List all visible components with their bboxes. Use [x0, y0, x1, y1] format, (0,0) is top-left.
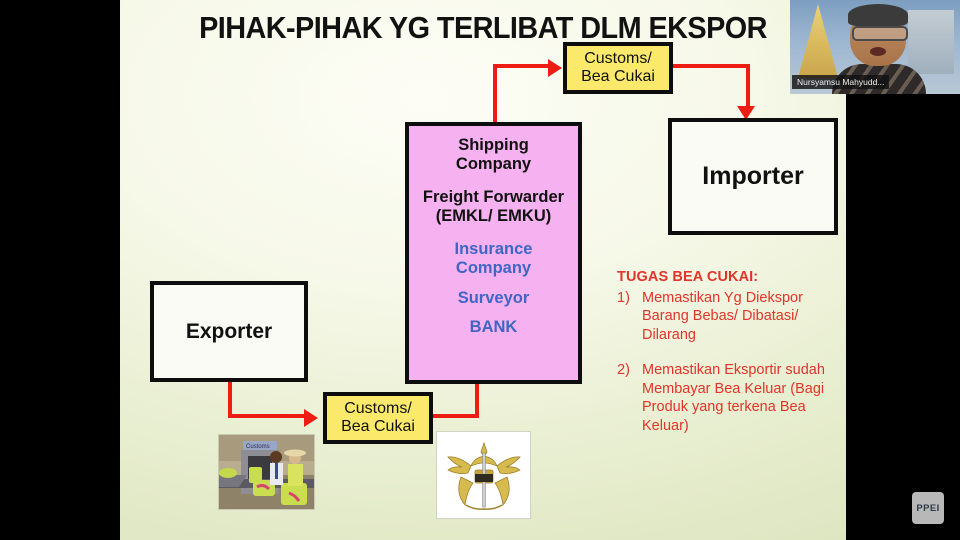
importer-box: Importer	[668, 118, 838, 235]
bea-cukai-emblem-image	[436, 431, 531, 519]
exporter-box: Exporter	[150, 281, 308, 382]
webcam-background-building	[908, 10, 954, 74]
ppei-watermark: PPEI	[912, 492, 944, 524]
connector-customs-top-to-importer-vertical	[746, 64, 750, 111]
tugas-item: 2) Memastikan Eksportir sudah Membayar B…	[617, 361, 827, 435]
tugas-item-text: Memastikan Eksportir sudah Membayar Bea …	[642, 362, 825, 434]
participant-name-label: Nursyamsu Mahyudd...	[792, 75, 890, 89]
customs-bottom-line2: Bea Cukai	[341, 418, 415, 435]
customs-top-box: Customs/ Bea Cukai	[563, 42, 673, 94]
connector-exporter-to-customs-bottom-horizontal	[228, 414, 306, 418]
ppei-watermark-label: PPEI	[916, 502, 940, 514]
customs-bottom-box: Customs/ Bea Cukai	[323, 392, 433, 444]
webcam-person-glasses	[852, 26, 908, 41]
tugas-bea-cukai-block: TUGAS BEA CUKAI: 1) Memastikan Yg Dieksp…	[617, 268, 827, 435]
presentation-slide: PIHAK-PIHAK YG TERLIBAT DLM EKSPOR Custo…	[120, 0, 846, 540]
tugas-item: 1) Memastikan Yg Diekspor Barang Bebas/ …	[617, 289, 827, 345]
customs-top-line1: Customs/	[584, 50, 652, 68]
intermediary-shipping-1: Shipping	[458, 136, 529, 154]
spacer	[617, 344, 827, 359]
webcam-video-tile[interactable]: Nursyamsu Mahyudd...	[790, 0, 960, 94]
connector-exporter-to-customs-bottom-vertical	[228, 380, 232, 418]
intermediary-insurance-2: Company	[455, 259, 532, 278]
tugas-item-number: 1)	[617, 289, 630, 306]
connector-pink-to-customs-top-vertical	[493, 64, 497, 126]
intermediary-bank: BANK	[469, 318, 518, 337]
tugas-item-number: 2)	[617, 362, 630, 379]
connector-pink-to-customs-bottom-horizontal	[433, 414, 479, 418]
customs-checkpoint-image: Customs	[218, 434, 315, 510]
arrowhead-down-to-importer	[737, 106, 755, 120]
webcam-person-hair	[848, 4, 908, 26]
exporter-label: Exporter	[185, 319, 273, 343]
connector-customs-top-to-importer-horizontal	[673, 64, 750, 68]
intermediary-insurance-1: Insurance	[454, 239, 533, 258]
connector-pink-to-customs-top-horizontal	[493, 64, 549, 68]
page-title: PIHAK-PIHAK YG TERLIBAT DLM EKSPOR	[199, 10, 767, 45]
intermediaries-box: Shipping Company Freight Forwarder (EMKL…	[405, 122, 582, 384]
intermediary-freight-1: Freight Forwarder	[422, 187, 565, 206]
intermediary-surveyor: Surveyor	[457, 288, 530, 307]
webcam-person-mouth	[870, 47, 886, 56]
arrowhead-right-to-customs-top	[548, 59, 562, 77]
customs-xray-icon: Customs	[219, 435, 314, 509]
connector-pink-to-customs-bottom-vertical	[475, 382, 479, 418]
tugas-heading: TUGAS BEA CUKAI:	[617, 269, 759, 285]
arrowhead-right-to-customs-bottom	[304, 409, 318, 427]
customs-bottom-line1: Customs/	[344, 400, 412, 418]
customs-emblem-icon	[446, 441, 521, 510]
customs-top-line2: Bea Cukai	[581, 68, 655, 85]
intermediary-freight-2: (EMKL/ EMKU)	[435, 207, 552, 226]
svg-text:Customs: Customs	[246, 444, 270, 450]
importer-label: Importer	[702, 162, 804, 190]
intermediary-shipping-2: Company	[455, 155, 532, 174]
tugas-item-text: Memastikan Yg Diekspor Barang Bebas/ Dib…	[642, 289, 803, 343]
